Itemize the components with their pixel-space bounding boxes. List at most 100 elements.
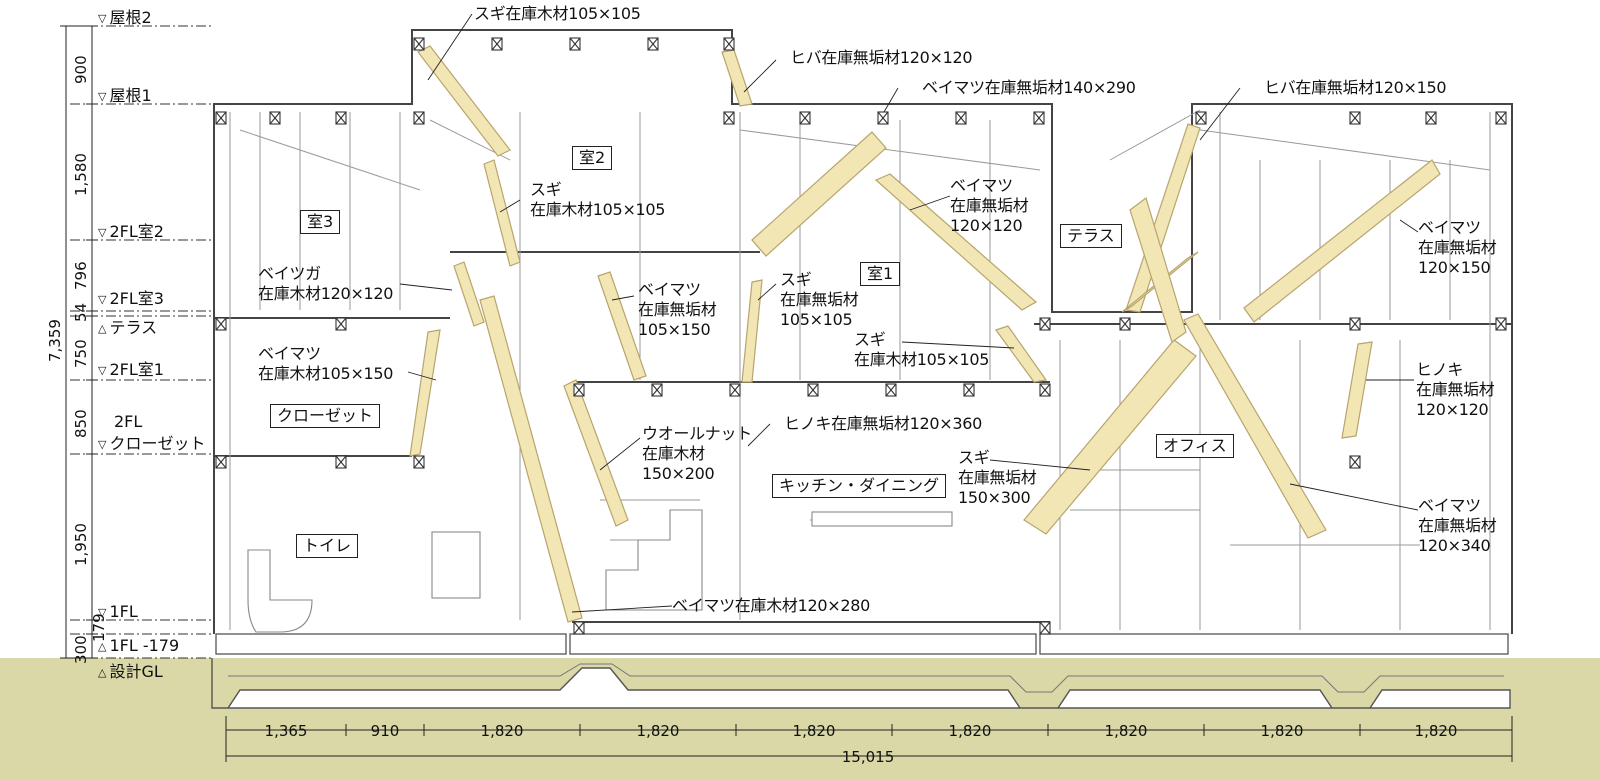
member-beimatsu-105x150-mid: ベイマツ 在庫無垢材 105×150: [638, 280, 717, 339]
beam-xsection-2fl: [215, 317, 1507, 635]
level-2fl-room1: ▽2FL室1: [98, 360, 164, 379]
foundation: [211, 658, 1511, 709]
vdim-850: 850: [72, 409, 90, 438]
timber-beimatsu-140x290: [751, 131, 887, 257]
timber-sugi-105x105-room1: [995, 325, 1048, 383]
level-2fl: 2FL: [114, 412, 143, 431]
timber-walnut: [563, 379, 629, 527]
room-label-office: オフィス: [1156, 434, 1234, 458]
beam-xsection-roof2: [413, 37, 735, 51]
level-1fl-179: △1FL -179: [98, 636, 180, 655]
room-label-kitchen: キッチン・ダイニング: [772, 474, 947, 498]
level-triangle-icon: ▽: [98, 90, 107, 103]
hdim-1365: 1,365: [264, 722, 308, 740]
kitchen-counter: [811, 511, 953, 527]
vdim-total: 7,359: [46, 319, 64, 362]
level-terrace: △テラス: [98, 318, 158, 337]
room-label-toilet: トイレ: [296, 534, 359, 558]
vdim-179: 179: [90, 613, 108, 642]
hdim-1820-2: 1,820: [636, 722, 680, 740]
floor-slab-1fl-left: [215, 633, 567, 655]
timber-beitsuga: [453, 261, 485, 327]
hdim-total: 15,015: [841, 748, 895, 766]
level-triangle-icon: ▽: [98, 293, 107, 306]
stairs: [605, 509, 703, 611]
member-hiba-120x150: ヒバ在庫無垢材120×150: [1264, 78, 1447, 97]
room-label-terrace: テラス: [1060, 224, 1122, 248]
vdim-900: 900: [72, 55, 90, 84]
level-triangle-icon: ▽: [98, 226, 107, 239]
level-closet: ▽クローゼット: [98, 434, 206, 453]
timber-sugi-roof-brace: [417, 45, 511, 157]
vdim-750: 750: [72, 339, 90, 368]
timber-beimatsu-105x150: [597, 271, 647, 381]
hdim-1820-5: 1,820: [1104, 722, 1148, 740]
level-roof1: ▽屋根1: [98, 86, 152, 105]
room-label-closet: クローゼット: [270, 404, 381, 428]
level-roof2: ▽屋根2: [98, 8, 152, 27]
member-beimatsu-120x340: ベイマツ 在庫無垢材 120×340: [1418, 496, 1497, 555]
hdim-1820-1: 1,820: [480, 722, 524, 740]
timber-hinoki-120x120: [1341, 341, 1373, 439]
floor-slab-1fl-right: [1039, 633, 1509, 655]
vdim-1580: 1,580: [72, 153, 90, 196]
washing-machine: [431, 531, 481, 599]
vdim-54: 54: [72, 302, 90, 322]
member-beimatsu-105x150-left: ベイマツ 在庫木材105×150: [258, 344, 394, 383]
level-1fl: ▽1FL: [98, 602, 138, 621]
vdim-ticks: [60, 25, 98, 659]
level-triangle-icon: ▽: [98, 438, 107, 451]
vdim-796: 796: [72, 261, 90, 290]
member-beitsuga-120x120: ベイツガ 在庫木材120×120: [258, 264, 394, 303]
timber-terrace-cross: [1125, 123, 1201, 313]
member-hinoki-120x120: ヒノキ 在庫無垢材 120×120: [1416, 360, 1495, 419]
member-hiba-120x120: ヒバ在庫無垢材120×120: [790, 48, 973, 67]
member-hinoki-120x360: ヒノキ在庫無垢材120×360: [784, 414, 982, 433]
level-2fl-room3: ▽2FL室3: [98, 289, 164, 308]
hdim-1820-4: 1,820: [948, 722, 992, 740]
member-beimatsu-120x120: ベイマツ 在庫無垢材 120×120: [950, 176, 1029, 235]
room-label-room3: 室3: [300, 210, 341, 234]
timber-sugi-105x105-mid: [741, 279, 763, 383]
member-beimatsu-120x280: ベイマツ在庫木材120×280: [672, 596, 870, 615]
hdim-1820-7: 1,820: [1414, 722, 1458, 740]
level-triangle-icon: △: [98, 666, 107, 679]
beam-xsection-roof1: [215, 111, 1507, 125]
level-2fl-room2: ▽2FL室2: [98, 222, 164, 241]
outline-left-block: [213, 29, 1513, 634]
hdim-ticks: [225, 716, 1513, 762]
member-beimatsu-120x150: ベイマツ 在庫無垢材 120×150: [1418, 218, 1497, 277]
member-sugi-105x105-floor: スギ 在庫木材105×105: [854, 330, 990, 369]
toilet-fixture: [247, 549, 313, 633]
timber-hiba-roof: [721, 49, 753, 107]
timber-sugi-room2: [483, 159, 521, 267]
vdim-1950: 1,950: [72, 523, 90, 566]
vdim-300: 300: [72, 635, 90, 664]
timber-beimatsu-120x340: [1183, 313, 1327, 539]
footing-line: [228, 663, 1504, 693]
member-sugi-105x105-room1: スギ 在庫無垢材 105×105: [780, 270, 859, 329]
hdim-1820-3: 1,820: [792, 722, 836, 740]
level-triangle-icon: △: [98, 640, 107, 653]
timber-main-diag: [479, 295, 583, 623]
level-gl: △設計GL: [98, 662, 163, 681]
room-label-room1: 室1: [860, 262, 901, 286]
member-sugi-105x105-roof: スギ在庫木材105×105: [474, 4, 641, 23]
timber-terrace-long: [1129, 197, 1187, 343]
timber-sugi-150x300: [1023, 339, 1197, 535]
hdim-1820-6: 1,820: [1260, 722, 1304, 740]
member-beimatsu-140x290: ベイマツ在庫無垢材140×290: [922, 78, 1136, 97]
level-triangle-icon: △: [98, 322, 107, 335]
room-label-room2: 室2: [572, 146, 613, 170]
member-sugi-150x300: スギ 在庫無垢材 150×300: [958, 448, 1037, 507]
level-triangle-icon: ▽: [98, 606, 107, 619]
member-sugi-105x105-room2: スギ 在庫木材105×105: [530, 180, 666, 219]
hdim-910: 910: [370, 722, 400, 740]
floor-slab-1fl-mid: [569, 633, 1037, 655]
timber-beimatsu-105x150-left: [409, 329, 441, 457]
timber-beimatsu-120x150: [1243, 159, 1441, 323]
ground-fill: [0, 658, 1600, 780]
level-triangle-icon: ▽: [98, 364, 107, 377]
